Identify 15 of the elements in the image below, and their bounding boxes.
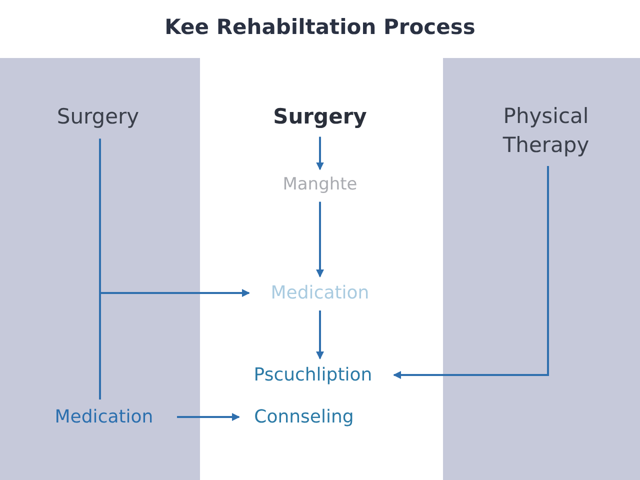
arrow bbox=[393, 166, 549, 379]
connector-line bbox=[99, 138, 101, 400]
arrow bbox=[316, 202, 324, 278]
diagram-title: Kee Rehabiltation Process bbox=[164, 14, 476, 41]
step-label: Medication bbox=[39, 404, 169, 430]
step-label: Connseling bbox=[242, 404, 366, 430]
step-label: Surgery bbox=[260, 101, 380, 133]
step-label: Pscuchliption bbox=[238, 362, 388, 388]
step-label: Manghte bbox=[265, 172, 375, 198]
arrow bbox=[177, 413, 240, 421]
arrow bbox=[316, 136, 324, 170]
step-label: Surgery bbox=[43, 101, 153, 133]
step-label: Physical Therapy bbox=[481, 102, 611, 160]
arrow bbox=[316, 310, 324, 360]
step-label: Medication bbox=[255, 280, 385, 306]
